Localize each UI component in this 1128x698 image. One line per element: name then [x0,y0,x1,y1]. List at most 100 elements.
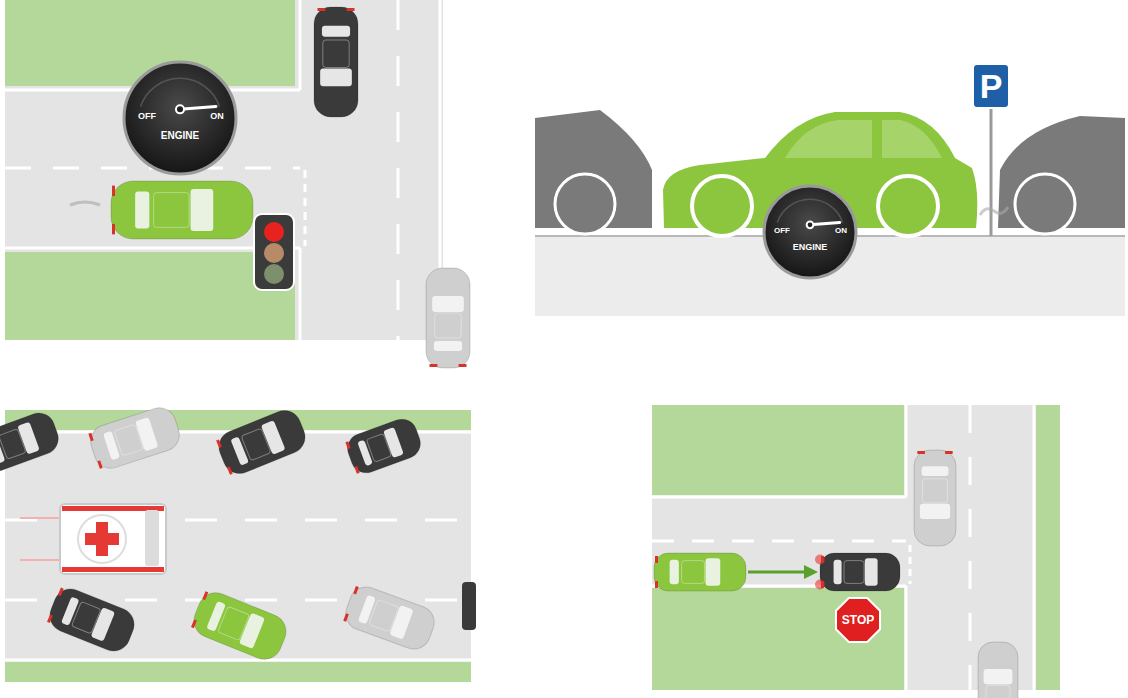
car-windshield [432,296,464,312]
car [978,642,1018,698]
panel-traffic-light [5,0,470,368]
car-rear-window [103,431,120,461]
car-rear-window [922,466,949,476]
tail-light [202,591,208,600]
wheel [555,174,615,234]
car-roof [682,561,705,584]
gauge-dial [764,186,856,278]
gauge-arc [141,78,220,106]
car [189,587,292,664]
grass [1036,405,1060,690]
sign-pole [990,108,993,236]
tail-light [47,614,53,622]
car-body [214,405,310,478]
ambulance-body [60,504,166,574]
tail-light [917,451,925,454]
car-roof [323,40,349,68]
sign-text: STOP [836,614,880,626]
curb-line [905,586,908,690]
gauge-hub [176,105,184,113]
tail-light [58,588,64,596]
tail-light [459,364,467,367]
green-lamp [264,264,284,284]
car-rear-window [135,191,149,228]
car [462,582,476,630]
car-body [86,403,183,472]
wheel [692,176,752,236]
stop-line [304,170,307,246]
car-rear-window [230,436,249,465]
car [343,415,424,477]
traffic-light [254,214,294,290]
car-body [426,268,470,368]
tail-light [347,8,355,11]
car [45,584,139,656]
tail-light [343,613,349,621]
car [314,7,358,117]
panel-emergency [0,403,476,682]
tail-light [353,586,359,594]
tail-light [345,441,350,449]
gauge-needle [810,222,840,224]
car-windshield [984,669,1013,684]
car-body [820,553,900,591]
car-body [314,7,358,117]
car [914,450,956,546]
curb-line [905,405,908,497]
car-roof [154,193,190,228]
stop-line [909,545,912,584]
tail-light [318,8,326,11]
tail-light [112,186,115,196]
car-body [0,409,63,476]
car-body [341,582,439,653]
car [426,268,470,368]
car [654,553,746,591]
lane-dash [652,540,906,543]
gauge-on: ON [830,227,852,235]
car-rear-window [358,595,376,624]
brake-glow [815,580,825,590]
car-rear-window [206,601,226,632]
sign-plate [973,64,1009,108]
car-body [978,642,1018,698]
wheel [1015,174,1075,234]
red-lamp [264,222,284,242]
grass [652,405,904,495]
gauge-arc [777,199,842,222]
car-rear-window [61,597,79,626]
car-roof [986,685,1010,698]
parking-sign: P [972,63,1010,109]
red-cross [85,533,119,545]
exhaust [70,202,100,205]
car-window [785,120,872,158]
car-rear-window [357,440,373,467]
curb-line [1033,405,1036,690]
gauge-off: OFF [769,227,795,235]
engine-gauge: OFFONENGINE [122,60,238,176]
amber-lamp [264,243,284,263]
curb-line [299,248,302,340]
ambulance-windshield [145,510,159,566]
car-roof [435,313,461,338]
tail-light [655,556,658,563]
car [111,181,253,239]
car [341,582,439,653]
tail-light [191,619,197,628]
gauge-label: ENGINE [782,243,838,252]
sign-letter: P [972,69,1010,103]
car-body [189,587,292,664]
car [86,403,183,472]
tail-light [430,364,438,367]
gauge-on: ON [204,112,230,121]
sign-octagon [836,598,880,642]
gauge-dial [124,62,236,174]
car-rear-window [322,26,350,37]
brake-glow [815,554,825,564]
gauge-needle [180,106,216,109]
lane-dash [969,405,972,690]
tail-light [655,581,658,588]
motion-line [20,559,60,561]
curb-line [652,496,906,499]
car-rear-window [834,560,842,584]
curb-line [299,0,302,90]
